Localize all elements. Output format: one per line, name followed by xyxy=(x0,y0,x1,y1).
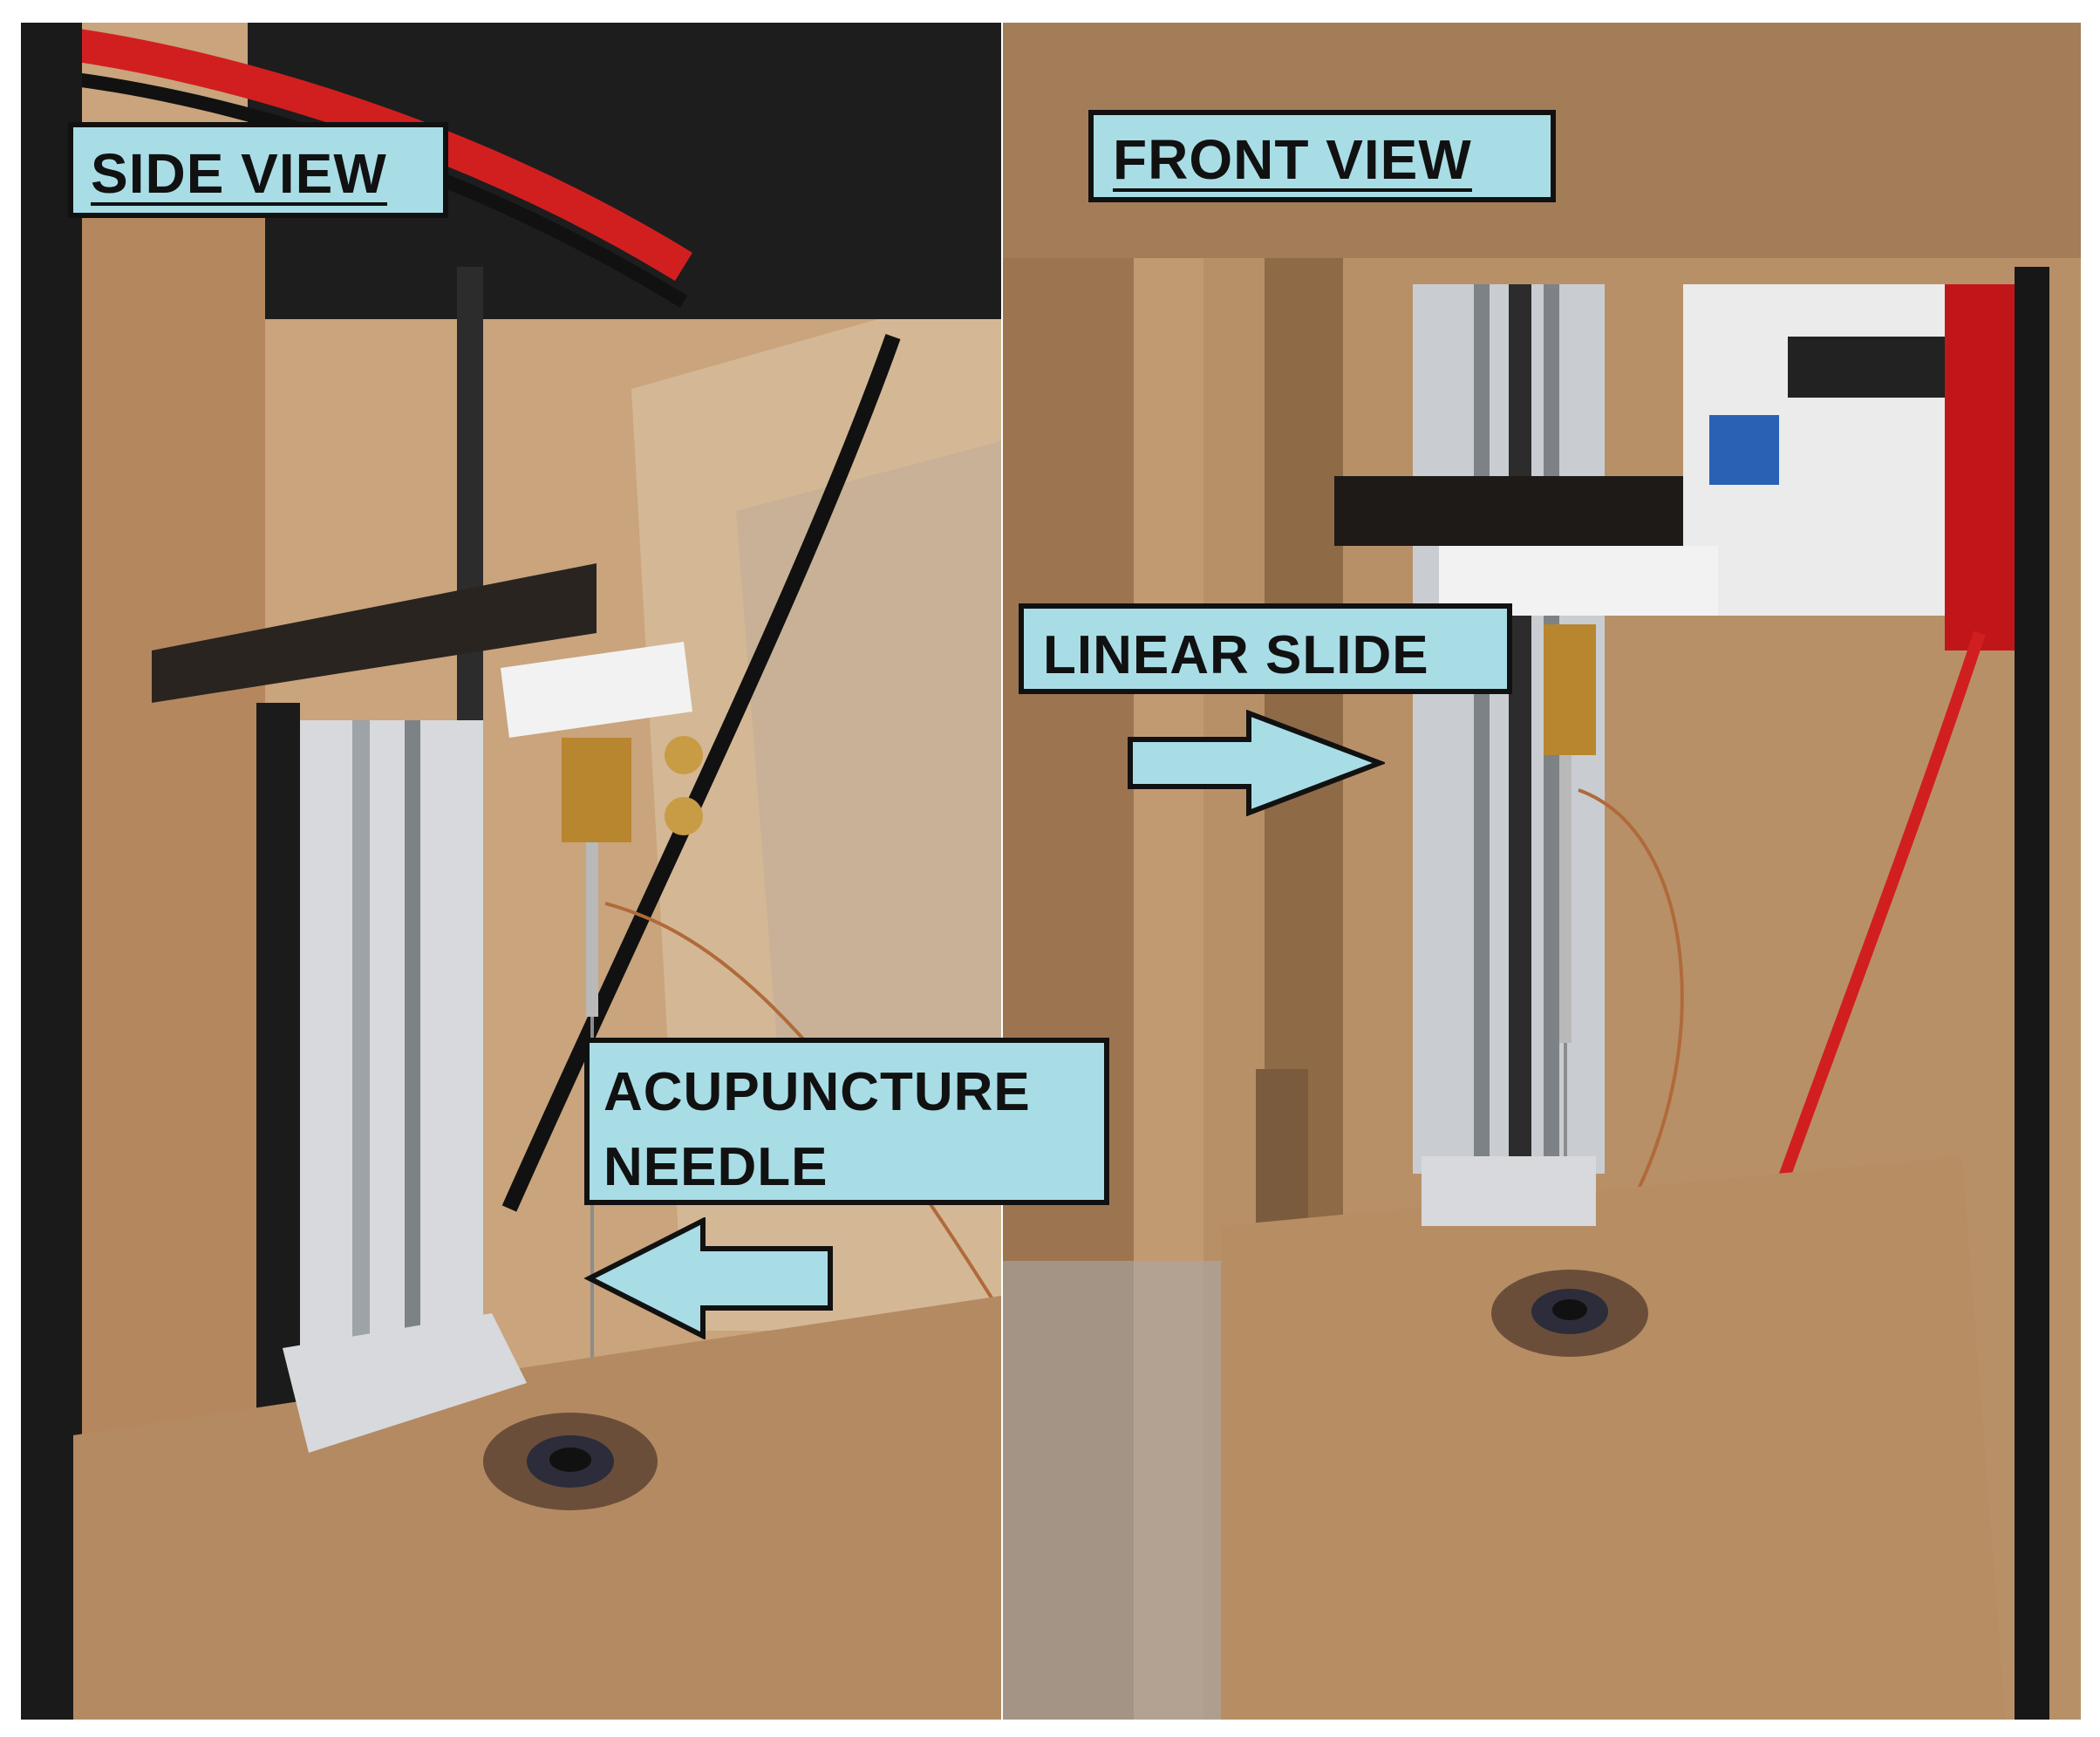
arrow-left-icon xyxy=(584,1217,833,1339)
linear-slide-label-text: LINEAR SLIDE xyxy=(1043,625,1429,685)
needle-label-line2: NEEDLE xyxy=(603,1137,828,1197)
front-view-label: FRONT VIEW xyxy=(1088,110,1556,202)
acupuncture-needle-label: ACUPUNCTURE NEEDLE xyxy=(584,1038,1109,1205)
side-view-label: SIDE VIEW xyxy=(68,122,448,218)
front-view-photo xyxy=(1003,23,2081,1720)
side-view-label-text: SIDE VIEW xyxy=(91,142,387,206)
needle-label-line1: ACUPUNCTURE xyxy=(603,1062,1031,1122)
side-view-photo xyxy=(21,23,1001,1720)
side-view-illustration xyxy=(21,23,1001,1720)
front-view-label-text: FRONT VIEW xyxy=(1113,128,1472,192)
arrow-right-icon xyxy=(1128,710,1385,816)
front-view-illustration xyxy=(1003,23,2081,1720)
linear-slide-label: LINEAR SLIDE xyxy=(1019,603,1512,694)
